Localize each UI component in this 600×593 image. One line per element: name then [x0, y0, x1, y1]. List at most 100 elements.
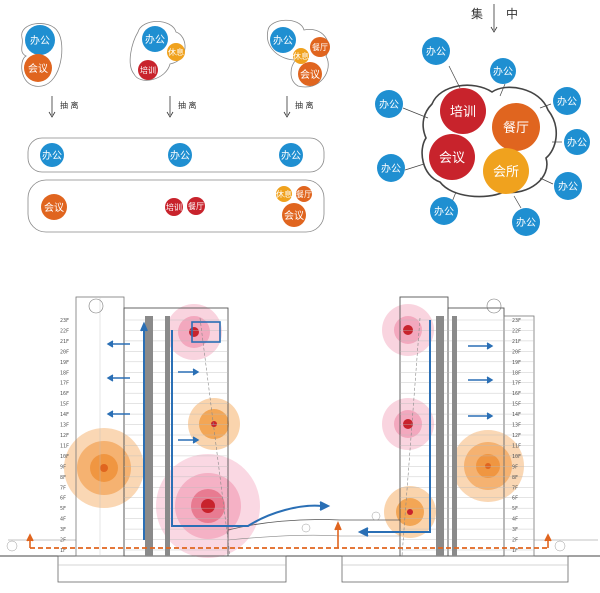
office-bubble-label: 办公	[30, 34, 50, 47]
cluster-1: 办公 会议	[21, 23, 63, 87]
office-bubble	[375, 90, 403, 118]
office-bubble	[430, 197, 458, 225]
rest-bubble	[293, 48, 309, 64]
halo-left-mid	[188, 398, 240, 450]
dining-bubble	[310, 37, 330, 57]
floor-label: 4F	[512, 517, 518, 523]
floor-label: 2F	[60, 538, 66, 544]
tree-icon	[486, 298, 502, 314]
right-floor-labels: 23F22F21F20F19F18F17F16F15F14F13F12F11F1…	[512, 318, 521, 554]
concentrate-label-2: 中	[506, 6, 518, 21]
left-tower	[75, 296, 231, 557]
floor-label: 15F	[512, 402, 521, 408]
basement-left	[57, 555, 287, 583]
floor-label: 5F	[512, 506, 518, 512]
office-bubble-label: 办公	[145, 33, 165, 46]
office-bubble-label: 办公	[557, 95, 577, 108]
office-bubble	[40, 143, 64, 167]
floor-label: 18F	[512, 370, 521, 376]
office-bubble	[564, 129, 590, 155]
floor-label: 22F	[512, 328, 521, 334]
floor-label: 3F	[512, 527, 518, 533]
dining-bubble-label: 餐厅	[188, 202, 204, 211]
floor-label: 5F	[60, 506, 66, 512]
meeting-bubble	[41, 194, 67, 220]
floor-label: 6F	[60, 496, 66, 502]
office-bubble-label: 办公	[381, 162, 401, 175]
rest-bubble	[276, 186, 292, 202]
office-bubble-label: 办公	[281, 149, 301, 162]
satellite-offices: 办公 办公 办公 办公 办公 办公 办公 办公 办公	[375, 37, 590, 236]
floor-label: 23F	[60, 318, 69, 324]
office-bubble-label: 办公	[42, 149, 62, 162]
training-bubble-label: 培训	[450, 104, 476, 120]
meeting-bubble	[298, 62, 322, 86]
floor-label: 20F	[60, 349, 69, 355]
floor-label: 7F	[60, 485, 66, 491]
meeting-bubble-label: 会议	[284, 209, 304, 222]
training-bubble	[440, 88, 486, 134]
floor-label: 11F	[60, 443, 69, 449]
meeting-bubble	[282, 203, 306, 227]
halo-left-bottom	[156, 454, 260, 558]
floor-label: 3F	[60, 527, 66, 533]
floor-label: 20F	[512, 349, 521, 355]
halo-right-mid	[382, 398, 434, 450]
office-bubble	[377, 154, 405, 182]
dining-bubble-label: 餐厅	[312, 43, 328, 52]
floor-label: 1F	[512, 548, 518, 554]
office-bubble	[270, 27, 296, 53]
concentrate-header: 集 中	[471, 4, 518, 33]
floor-label: 17F	[60, 381, 69, 387]
floor-label: 23F	[512, 318, 521, 324]
floor-label: 14F	[512, 412, 521, 418]
cluster-3: 办公 餐厅 休息 会议	[267, 19, 330, 88]
office-bubble	[279, 143, 303, 167]
office-bubble	[554, 172, 582, 200]
floor-label: 13F	[60, 423, 69, 429]
rest-bubble	[167, 43, 185, 61]
office-bubble	[490, 58, 516, 84]
right-tower	[399, 296, 535, 557]
office-bubble-label: 办公	[567, 136, 587, 149]
floor-label: 16F	[512, 391, 521, 397]
extract-label: 抽 离	[295, 100, 314, 110]
floor-label: 15F	[60, 402, 69, 408]
training-bubble-label: 培训	[140, 65, 156, 75]
blue-floor-arrows	[106, 340, 494, 444]
floor-label: 11F	[512, 443, 521, 449]
office-bubble-label: 办公	[170, 149, 190, 162]
club-bubble	[483, 148, 529, 194]
dining-bubble	[296, 186, 312, 202]
meeting-bubble-label: 会议	[28, 62, 48, 75]
extract-arrows: 抽 离 抽 离 抽 离	[48, 96, 314, 118]
core-column	[165, 316, 170, 556]
meeting-bubble-label: 会议	[44, 201, 64, 214]
dining-bubble-label: 餐厅	[296, 190, 312, 199]
floor-label: 6F	[512, 496, 518, 502]
floor-label: 16F	[60, 391, 69, 397]
extract-label: 抽 离	[60, 100, 79, 110]
floor-label: 19F	[512, 360, 521, 366]
core-column	[145, 316, 153, 556]
blue-flow	[140, 320, 431, 540]
floor-label: 10F	[512, 454, 521, 460]
podium-roof	[227, 519, 400, 531]
floor-label: 19F	[60, 360, 69, 366]
concentrate-label-1: 集	[471, 6, 483, 21]
office-bubble	[553, 87, 581, 115]
floor-label: 9F	[512, 464, 518, 470]
extract-label: 抽 离	[178, 100, 197, 110]
rest-bubble-label: 休息	[168, 47, 184, 57]
floor-label: 18F	[60, 370, 69, 376]
floor-label: 12F	[60, 433, 69, 439]
floor-label: 10F	[60, 454, 69, 460]
core-column	[436, 316, 444, 556]
floor-label: 21F	[60, 339, 69, 345]
meeting-bubble	[429, 134, 475, 180]
office-bubble	[168, 143, 192, 167]
floor-label: 9F	[60, 464, 66, 470]
halo-right-big	[452, 430, 524, 502]
tree-icon	[88, 298, 104, 314]
